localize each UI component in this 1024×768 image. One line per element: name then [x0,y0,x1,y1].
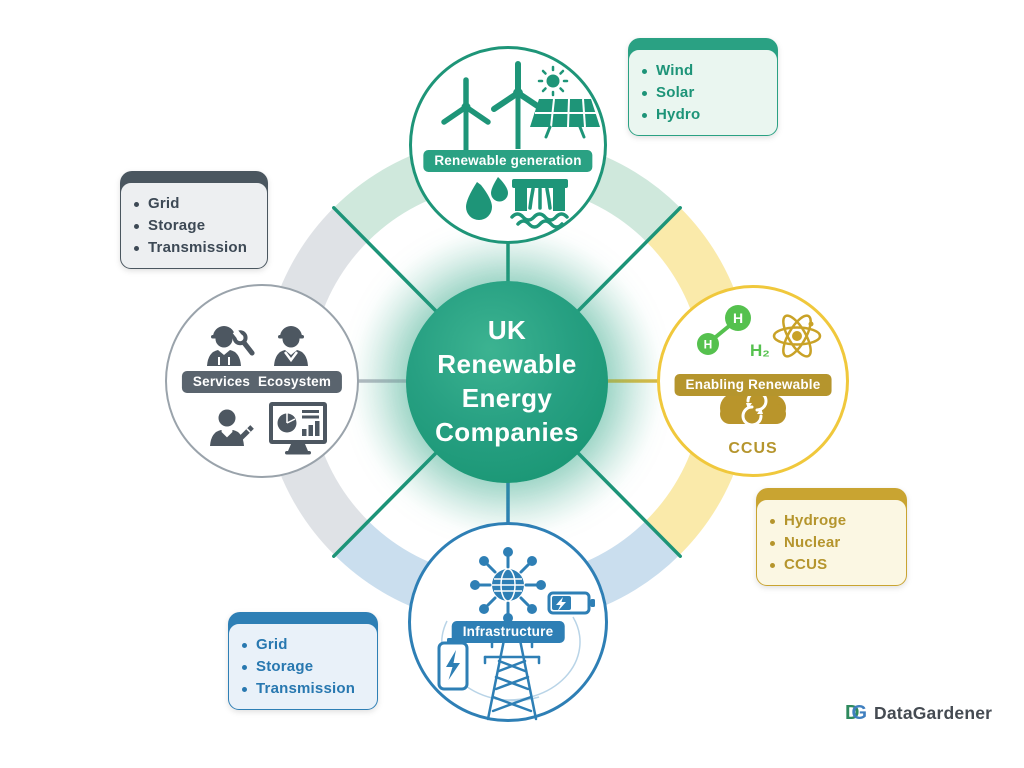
h-small-label: H [704,338,713,352]
spoke-southeast [576,451,682,558]
bullet-item: Nuclear [770,532,894,554]
water-drop-icon [466,177,508,220]
bullet-icon [134,245,139,251]
callout-top-right: Wind Solar Hydro [628,38,778,136]
bullet-icon [242,642,247,648]
bullet-icon [770,518,775,524]
bullet-icon [770,540,775,546]
bullet-item: Storage [134,215,255,237]
bullet-label: Wind [656,62,694,79]
bullet-label: Transmission [256,680,356,697]
businessman-icon [210,409,254,446]
bullet-label: Storage [256,658,314,675]
generation-icons [438,61,600,229]
spoke-southwest [332,451,438,558]
bullet-label: Grid [256,636,288,653]
bullet-item: Hydro [642,104,765,126]
node-renewable-generation: Renewable generation [409,46,607,244]
callout-body: Wind Solar Hydro [628,49,778,136]
node-enabling-renewable: H H H₂ [657,285,849,477]
bullet-icon [134,223,139,229]
smart-grid-network-icon [470,547,546,623]
brand-monogram-g: G [851,702,868,724]
mechanic-worker-icon [207,326,255,366]
node-label-enabling: Enabling Renewable [674,374,832,396]
bullet-label: Grid [148,195,180,212]
hydrogen-molecule-icon: H H H₂ [697,305,770,360]
ccus-label: CCUS [728,440,778,457]
bullet-item: Wind [642,60,765,82]
spoke-northeast [576,206,682,313]
callout-body: Grid Storage Transmission [120,182,268,269]
bullet-item: Transmission [134,237,255,259]
node-infrastructure: Infrastructure [408,522,608,722]
bullet-icon [242,686,247,692]
spoke-northwest [332,206,438,313]
brand-name: DataGardener [874,702,993,723]
bullet-item: Grid [134,193,255,215]
atom-icon [772,314,822,358]
battery-vertical-icon [437,638,469,691]
bullet-icon [134,201,139,207]
node-label-infrastructure: Infrastructure [451,621,565,643]
brand-logo: D G DataGardener [845,699,992,727]
bullet-icon [642,68,647,74]
callout-top-left: Grid Storage Transmission [120,171,268,269]
bullet-icon [642,112,647,118]
solar-panel-icon [530,65,600,139]
callout-body: Grid Storage Transmission [228,623,378,710]
bullet-item: Storage [242,656,365,678]
bullet-item: Solar [642,82,765,104]
bullet-item: Hydroge [770,510,894,532]
bullet-icon [242,664,247,670]
bullet-label: Nuclear [784,534,841,551]
brand-monogram-d: D [845,702,860,724]
spokes [332,206,682,558]
bullet-label: CCUS [784,556,828,573]
bullet-item: Transmission [242,678,365,700]
infrastructure-icons [437,547,595,721]
center-title: UK Renewable Energy Companies [435,315,579,447]
bullet-item: Grid [242,634,365,656]
h2-label: H₂ [750,341,770,360]
bullet-icon [770,562,775,568]
node-center: UK Renewable Energy Companies [406,281,608,483]
bullet-label: Hydroge [784,512,847,529]
bullet-label: Hydro [656,106,701,123]
analytics-monitor-icon [269,402,327,455]
node-label-generation: Renewable generation [423,150,593,172]
engineer-worker-icon [274,326,308,366]
services-icons [207,326,327,455]
bullet-icon [642,90,647,96]
h-large-label: H [733,310,743,326]
callout-body: Hydroge Nuclear CCUS [756,499,907,586]
bullet-item: CCUS [770,554,894,576]
node-label-services: Services Ecosystem [181,371,343,393]
bullet-label: Solar [656,84,695,101]
battery-horizontal-icon [547,591,595,615]
bullet-label: Storage [148,217,206,234]
node-services-ecosystem: Services Ecosystem [165,284,359,478]
hydro-dam-icon [510,179,569,229]
wind-turbine-icon [491,61,545,149]
bullet-label: Transmission [148,239,248,256]
callout-right: Hydroge Nuclear CCUS [756,488,907,586]
callout-bottom-left: Grid Storage Transmission [228,612,378,710]
